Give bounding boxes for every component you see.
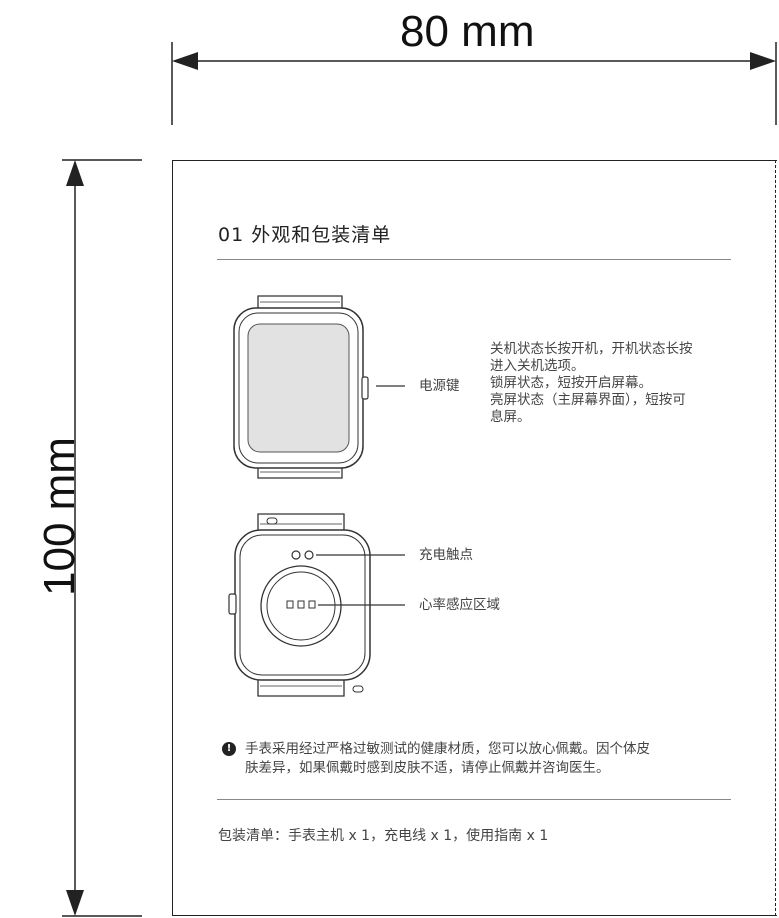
manual-page [172,160,777,916]
notice-line: 手表采用经过严格过敏测试的健康材质，您可以放心佩戴。因个体皮 [245,741,650,757]
power-button-label: 电源键 [419,378,460,394]
notice-line: 肤差异，如果佩戴时感到皮肤不适，请停止佩戴并咨询医生。 [245,760,610,776]
heart-rate-sensor-label: 心率感应区域 [419,597,500,613]
width-dimension-label: 80 mm [400,7,535,56]
description-line: 关机状态长按开机，开机状态长按 [490,341,693,357]
title-divider [217,259,731,260]
power-button-description: 关机状态长按开机，开机状态长按 进入关机选项。 锁屏状态，短按开启屏幕。 亮屏状… [490,341,693,426]
fold-line [775,160,776,916]
package-divider [217,799,731,800]
description-line: 亮屏状态（主屏幕界面），短按可 [490,392,686,408]
description-line: 锁屏状态，短按开启屏幕。 [490,375,652,391]
notice-text: 手表采用经过严格过敏测试的健康材质，您可以放心佩戴。因个体皮 肤差异，如果佩戴时… [245,740,650,778]
charging-contacts-label: 充电触点 [419,547,473,563]
description-line: 进入关机选项。 [490,358,585,374]
package-list: 包装清单：手表主机 x 1，充电线 x 1，使用指南 x 1 [218,828,549,844]
exclamation-icon: ! [222,742,236,756]
description-line: 息屏。 [490,409,531,425]
section-title: 01 外观和包装清单 [218,224,392,246]
